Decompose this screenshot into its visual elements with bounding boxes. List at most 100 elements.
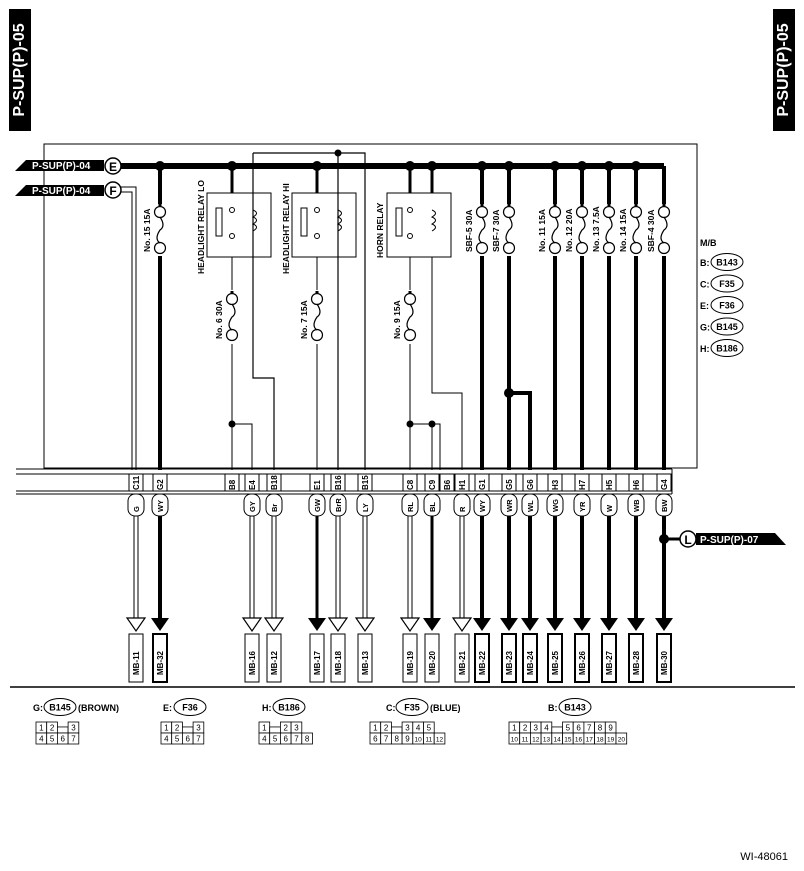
wire-color-tag [627, 493, 645, 517]
fuse-element-icon [551, 216, 559, 244]
svg-text:1: 1 [373, 724, 378, 733]
relay-label-headlight-hi: HEADLIGHT RELAY HI [281, 183, 291, 274]
mb-terminal: MB-23 [505, 650, 514, 675]
down-arrow-icon [125, 617, 147, 633]
fuse-terminal-icon [475, 241, 489, 255]
down-arrow-icon [354, 617, 376, 633]
svg-text:5: 5 [273, 735, 278, 744]
relay-label-horn: HORN RELAY [375, 202, 385, 258]
svg-text:7: 7 [587, 724, 592, 733]
fuse-terminal-icon [548, 205, 562, 219]
fuse-label: SBF-4 30A [646, 209, 656, 252]
wire-color: BrR [334, 498, 343, 512]
fuse-terminal-icon [629, 205, 643, 219]
wire-color: WR [505, 499, 514, 512]
fuse-element-icon [313, 303, 321, 331]
wire-color: BL [428, 502, 437, 512]
terminal-pin: B8 [228, 479, 237, 490]
svg-text:15: 15 [564, 737, 572, 744]
down-arrow-icon [521, 618, 539, 631]
svg-text:B143: B143 [564, 703, 586, 713]
svg-text:2: 2 [384, 724, 389, 733]
input-e-arrow [15, 160, 104, 171]
fuse-terminal-icon [502, 205, 516, 219]
terminal-pin: H6 [632, 479, 641, 490]
svg-text:1: 1 [262, 724, 267, 733]
fuse-element-icon [406, 303, 414, 331]
fuse-terminal-icon [602, 241, 616, 255]
terminal-pin: C8 [406, 479, 415, 490]
relay-symbols [215, 207, 436, 239]
wire-color: WG [551, 499, 560, 512]
svg-text:7: 7 [71, 735, 76, 744]
input-f-ref: P-SUP(P)-04 [32, 186, 91, 197]
wire-color: YR [578, 501, 587, 512]
wire-color-tag [573, 493, 591, 517]
terminal-pin: B16 [334, 475, 343, 490]
fuse-label: No. 7 15A [299, 300, 309, 339]
fuse-3: No. 9 15A [392, 291, 417, 342]
terminal-pin: G2 [156, 479, 165, 490]
wire-color: G [132, 506, 141, 512]
fuse-element-icon [578, 216, 586, 244]
input-f-arrow [15, 185, 104, 196]
down-arrow-icon [399, 617, 421, 633]
output-l: L P-SUP(P)-07 [664, 530, 786, 548]
fuse-terminal-icon [225, 328, 239, 342]
svg-text:19: 19 [607, 737, 615, 744]
mb-terminal: MB-16 [248, 650, 257, 675]
fuse-element-icon [605, 216, 613, 244]
terminal-B6: B6 [439, 473, 455, 492]
mb-terminal: MB-28 [632, 650, 641, 675]
svg-text:3: 3 [534, 724, 539, 733]
input-f-letter: F [109, 184, 116, 198]
mb-legend-conn: B145 [716, 322, 738, 332]
wire-color: R [458, 506, 467, 512]
wire-color-tag [473, 493, 491, 517]
terminal-pin: E4 [248, 480, 257, 490]
mb-terminal: MB-22 [478, 650, 487, 675]
down-arrow-icon [600, 618, 618, 631]
fuse-label: SBF-7 30A [491, 209, 501, 252]
wire-color-tag [127, 493, 145, 517]
input-e-ref: P-SUP(P)-04 [32, 161, 91, 172]
down-arrow-icon [473, 618, 491, 631]
terminal-pin: G1 [478, 479, 487, 490]
wire-color: GW [313, 498, 322, 512]
mb-legend-key: G: [700, 323, 710, 333]
wire-color-tag [151, 493, 169, 517]
svg-text:3: 3 [294, 724, 299, 733]
svg-text:20: 20 [618, 737, 626, 744]
terminal-pin: H1 [458, 479, 467, 490]
down-arrow-icon [573, 618, 591, 631]
mb-terminal: MB-17 [313, 650, 322, 675]
svg-text:F35: F35 [404, 703, 420, 713]
svg-text:6: 6 [61, 735, 66, 744]
relay-label-headlight-lo: HEADLIGHT RELAY LO [196, 180, 206, 274]
fuse-label: No. 13 7.5A [591, 206, 601, 252]
svg-text:9: 9 [405, 735, 410, 744]
fuse-label: No. 12 20A [564, 209, 574, 252]
svg-text:4: 4 [39, 735, 44, 744]
fuse-columns [158, 166, 666, 470]
fuse-2: No. 7 15A [299, 291, 324, 342]
svg-text:4: 4 [544, 724, 549, 733]
svg-text:7: 7 [196, 735, 201, 744]
wire-color-tag [453, 493, 471, 517]
figure-code: WI-48061 [740, 851, 788, 863]
wire-color-tag [308, 493, 326, 517]
wire-color: GY [248, 501, 257, 512]
svg-text:16: 16 [575, 737, 583, 744]
page-tag-left: P-SUP(P)-05 [9, 9, 31, 131]
svg-text:E:: E: [163, 703, 172, 713]
